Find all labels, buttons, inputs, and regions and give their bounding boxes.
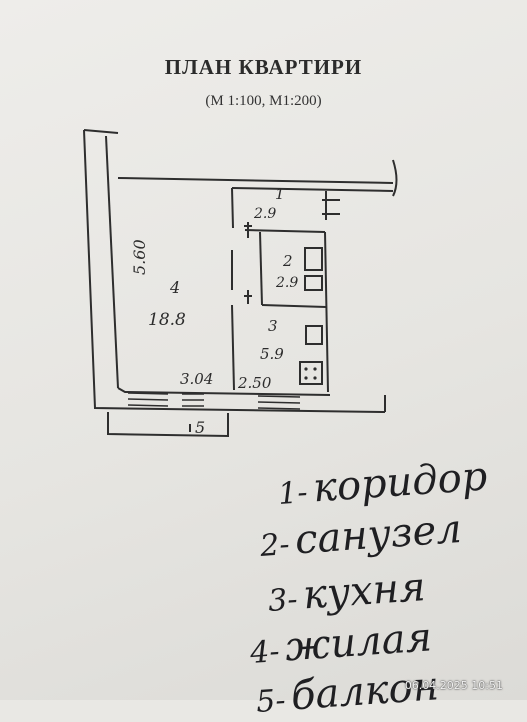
wall-left-outer [83,129,386,413]
toilet-fixture [304,275,323,291]
room-2-number: 2 [282,252,293,270]
partition-kitchen-left [231,304,235,391]
legend-number: 1- [277,474,309,512]
wall-bottom-inner [117,387,331,396]
document-scale: (М 1:100, М1:200) [205,93,322,109]
balcony-outline [107,412,229,438]
partition-room1-left [231,187,234,229]
legend-number: 5- [255,682,287,720]
wall-top-left [83,129,119,134]
stove-fixture [299,361,323,385]
legend-number: 2- [259,526,291,564]
room-3-area: 5.9 [260,345,284,363]
legend-text: кухня [301,564,427,619]
window-1 [127,392,169,407]
door-mark-1 [244,222,252,238]
wall-top [117,177,394,184]
legend-number: 4- [249,633,281,671]
legend-number: 3- [267,581,299,619]
room-1-area: 2.9 [253,206,276,222]
kitchen-width: 2.50 [237,374,272,392]
sink-fixture [305,325,323,345]
door-mark-2 [244,290,252,304]
paper-sheet [0,0,527,700]
stove-dot-3 [304,376,308,380]
door-mark-3 [322,199,340,215]
document-title: ПЛАН КВАРТИРИ [164,55,363,79]
partition-room1-bottom [244,229,326,233]
wall-right [324,231,329,393]
room-3-number: 3 [268,317,278,335]
wall-top-right-curve [392,159,398,197]
room-1-number: 1 [275,185,285,203]
bath-fixture [304,247,323,271]
window-2 [182,393,204,407]
room-4-width: 3.04 [180,370,213,388]
room-4-length: 5.60 [130,239,149,275]
stove-dot-4 [313,376,317,380]
balcony-number: 5 [195,418,205,437]
room-4-number: 4 [169,278,180,297]
wall-top-inner [231,187,394,192]
partition-bath-bottom [261,304,327,308]
photo-timestamp: 06.04.2025 10:51 [404,679,503,692]
room-4-area: 18.8 [148,310,186,330]
stove-dot-1 [304,367,308,371]
wall-left-inner [105,135,119,389]
floor-plan: 1 2.9 2 2.9 3 5.9 4 18.8 5.60 3.04 2.50 … [83,129,398,438]
window-3 [257,395,301,410]
room-2-area: 2.9 [275,275,298,291]
stove-dot-2 [313,367,317,371]
partition-bath-left [259,231,263,306]
